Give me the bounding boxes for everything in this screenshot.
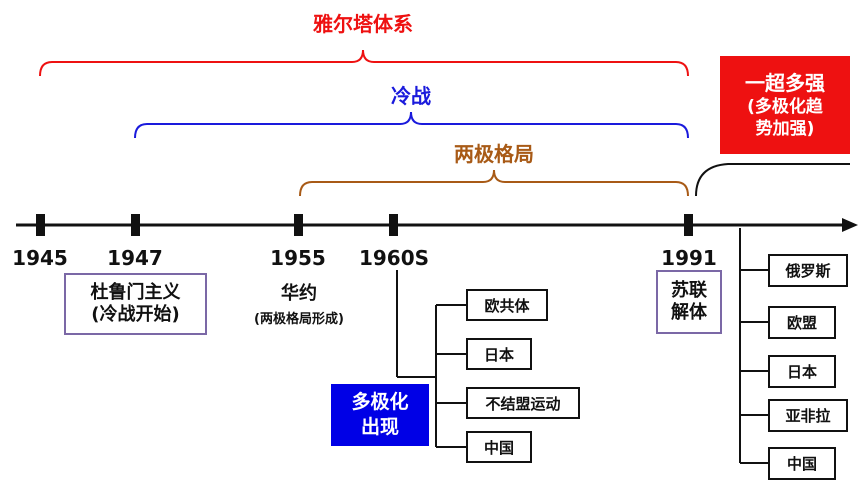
warsaw-pact-note: (两极格局形成) [254,312,344,327]
force-china-1991: 中国 [768,447,836,480]
cold-war-label: 冷战 [391,84,431,108]
one-superpower-note-2: 势加强) [755,119,815,139]
yalta-label: 雅尔塔体系 [313,12,413,36]
marker-1947 [131,214,140,236]
force-japan-1960s: 日本 [466,338,532,370]
year-1991: 1991 [661,246,717,270]
warsaw-pact-label: 华约 [281,283,317,304]
marker-1960s [389,214,398,236]
force-japan-1991: 日本 [768,355,836,388]
one-superpower-box: 一超多强 (多极化趋 势加强) [720,56,850,154]
timeline-arrowhead [842,218,858,232]
ussr-dissolution-line2: 解体 [671,302,707,323]
multipolarization-line1: 多极化 [351,391,409,414]
year-1947: 1947 [107,246,163,270]
force-russia: 俄罗斯 [768,254,848,287]
truman-doctrine-note: (冷战开始) [91,304,180,325]
ussr-dissolution-box: 苏联 解体 [656,270,722,334]
multipolarization-line2: 出现 [360,416,399,438]
force-china-1960s: 中国 [466,431,532,463]
marker-1991 [684,214,693,236]
cold-war-bracket [134,111,689,139]
year-1960s: 1960S [358,246,430,270]
year-1955: 1955 [270,246,326,270]
marker-1955 [294,214,303,236]
truman-doctrine-title: 杜鲁门主义 [90,281,181,303]
force-eu: 欧盟 [768,306,836,339]
bipolar-label: 两极格局 [454,142,534,166]
multipolarization-box: 多极化 出现 [331,384,429,446]
yalta-bracket [39,49,689,77]
truman-doctrine-box: 杜鲁门主义 (冷战开始) [64,273,207,335]
one-superpower-title: 一超多强 [745,70,825,95]
post-1991-curve [695,163,850,197]
force-asia-africa-latin: 亚非拉 [768,399,848,432]
bipolar-bracket [299,169,689,197]
year-1945: 1945 [12,246,68,270]
one-superpower-note-1: (多极化趋 [747,96,823,117]
force-ec: 欧共体 [466,289,548,321]
marker-1945 [36,214,45,236]
force-non-aligned: 不结盟运动 [466,387,580,419]
ussr-dissolution-line1: 苏联 [671,279,707,301]
